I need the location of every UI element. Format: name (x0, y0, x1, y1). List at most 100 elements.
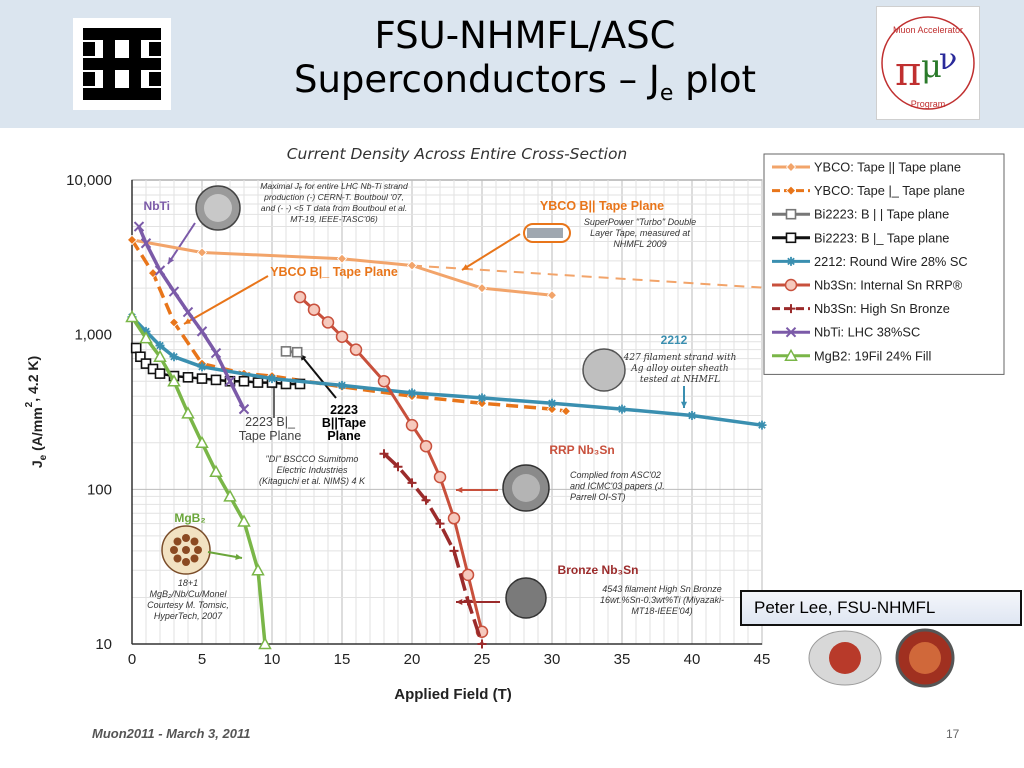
series-marker (155, 341, 165, 351)
nbti-cross-section-inner (204, 194, 232, 222)
mgb2-arrow-head (235, 553, 242, 560)
legend-item-8: MgB2: 19Fil 24% Fill (772, 348, 931, 363)
annotation-lab-bronze: Bronze Nb₃Sn (558, 563, 639, 577)
series-marker (125, 309, 139, 323)
series-marker (785, 161, 797, 173)
series-marker (546, 404, 558, 415)
title-line-2: Superconductors – Je plot (200, 58, 850, 116)
series-marker (167, 374, 181, 387)
annotation-line: 18+1 (178, 578, 198, 588)
ybco-par-arrow (461, 233, 521, 271)
legend-label: Bi2223: B | | Tape plane (814, 207, 949, 222)
credit-box: Peter Lee, FSU-NHMFL (740, 590, 1022, 626)
series-marker (337, 380, 347, 390)
legend-label: Nb3Sn: High Sn Bronze (814, 301, 950, 316)
nhmfl-badge-inner (909, 642, 941, 674)
ybco-par-arrow-head (462, 264, 469, 270)
series-marker (223, 489, 237, 502)
annotation-lab-mgb2: MgB₂ (174, 511, 205, 525)
series-marker (687, 411, 697, 421)
title-line-2-suffix: plot (673, 58, 757, 101)
series-marker (477, 393, 487, 403)
annotation-line: 2223 (330, 403, 358, 417)
series-marker (435, 519, 445, 529)
bi2212-cross-section (582, 348, 626, 392)
series-8 (125, 309, 272, 650)
x-tick-label: 40 (684, 651, 701, 668)
series-marker (785, 232, 797, 244)
series-marker (196, 247, 208, 258)
page-number: 17 (946, 727, 960, 741)
annotation-ybco-par: YBCO B|| Tape Plane (540, 199, 664, 213)
annotation-line: Plane (327, 429, 360, 443)
legend-item-7: NbTi: LHC 38%SC (772, 325, 920, 340)
mgb2-filament (190, 554, 199, 563)
legend-item-1: YBCO: Tape |_ Tape plane (772, 183, 965, 198)
nu-glyph: ν (939, 42, 957, 77)
bronze-arrow-head (456, 598, 463, 606)
series-line-1 (130, 238, 567, 413)
series-marker (209, 464, 223, 477)
annotation-line: 4543 filament High Sn Bronze (602, 584, 722, 594)
legend-item-4: 2212: Round Wire 28% SC (772, 254, 968, 269)
series-marker (133, 221, 145, 232)
series-marker (210, 347, 222, 359)
series-line-6 (382, 452, 484, 645)
plot-decorations (161, 185, 763, 619)
series-marker (154, 368, 166, 379)
series-marker (182, 372, 194, 383)
series-marker (238, 375, 250, 387)
mgb2-filament (173, 554, 182, 563)
y-axis-label-part: 2 (24, 401, 35, 407)
rrp-arrow-head (456, 486, 463, 494)
bi2223-par-arrow (299, 353, 337, 399)
annotation-line: Maximal Jₑ for entire LHC Nb-Ti strand (260, 181, 408, 191)
annotation-lab-2223-perp: 2223 B|_Tape Plane (239, 415, 302, 443)
series-marker (546, 290, 558, 301)
annotation-line: Courtesy M. Tomsic, (147, 600, 229, 610)
series-marker (154, 265, 166, 276)
legend-item-3: Bi2223: B |_ Tape plane (772, 230, 949, 245)
annotation-line: 16wt.%Sn-0.3wt%Ti (Miyazaki- (600, 595, 724, 605)
y-tick-label: 10,000 (66, 172, 112, 189)
series-marker (379, 449, 389, 459)
annotation-lab-2212: 2212 (661, 333, 688, 347)
series-marker (477, 639, 487, 649)
series-marker (197, 362, 207, 372)
series-marker (210, 374, 222, 386)
y-axis-label-part: e (38, 454, 49, 460)
series-marker (238, 403, 250, 415)
series-marker (168, 317, 180, 328)
series-marker (224, 376, 236, 387)
series-marker (393, 462, 403, 472)
x-tick-label: 30 (544, 651, 561, 668)
mgb2-filament (190, 537, 199, 546)
x-tick-label: 5 (198, 651, 206, 668)
series-marker (280, 346, 292, 357)
series-marker (258, 636, 272, 650)
annotation-line: tested at NHMFL (640, 375, 720, 385)
series-marker (182, 306, 194, 318)
series-marker (786, 304, 796, 314)
series-marker (147, 268, 159, 279)
series-marker (406, 260, 418, 271)
series-marker (449, 546, 459, 556)
series-marker (267, 374, 277, 384)
annotation-line: production (-) CERN-T. Boutboul '07, (263, 192, 404, 202)
series-marker (407, 478, 417, 488)
annotation-line: 427 filament strand with (623, 353, 737, 363)
annotation-line: MT18-IEEE'04) (631, 606, 692, 616)
bronze-cross-section (505, 577, 547, 619)
series-marker (291, 346, 303, 358)
annotation-line: HyperTech, 2007 (154, 611, 223, 621)
y-tick-label: 100 (87, 481, 112, 498)
series-2 (280, 346, 303, 358)
series-marker (447, 512, 461, 525)
y-axis-label-part: (A/mm (29, 407, 45, 454)
annotation-line: MT-19, IEEE-TASC'06) (290, 214, 378, 224)
y-tick-label: 1,000 (74, 327, 112, 344)
